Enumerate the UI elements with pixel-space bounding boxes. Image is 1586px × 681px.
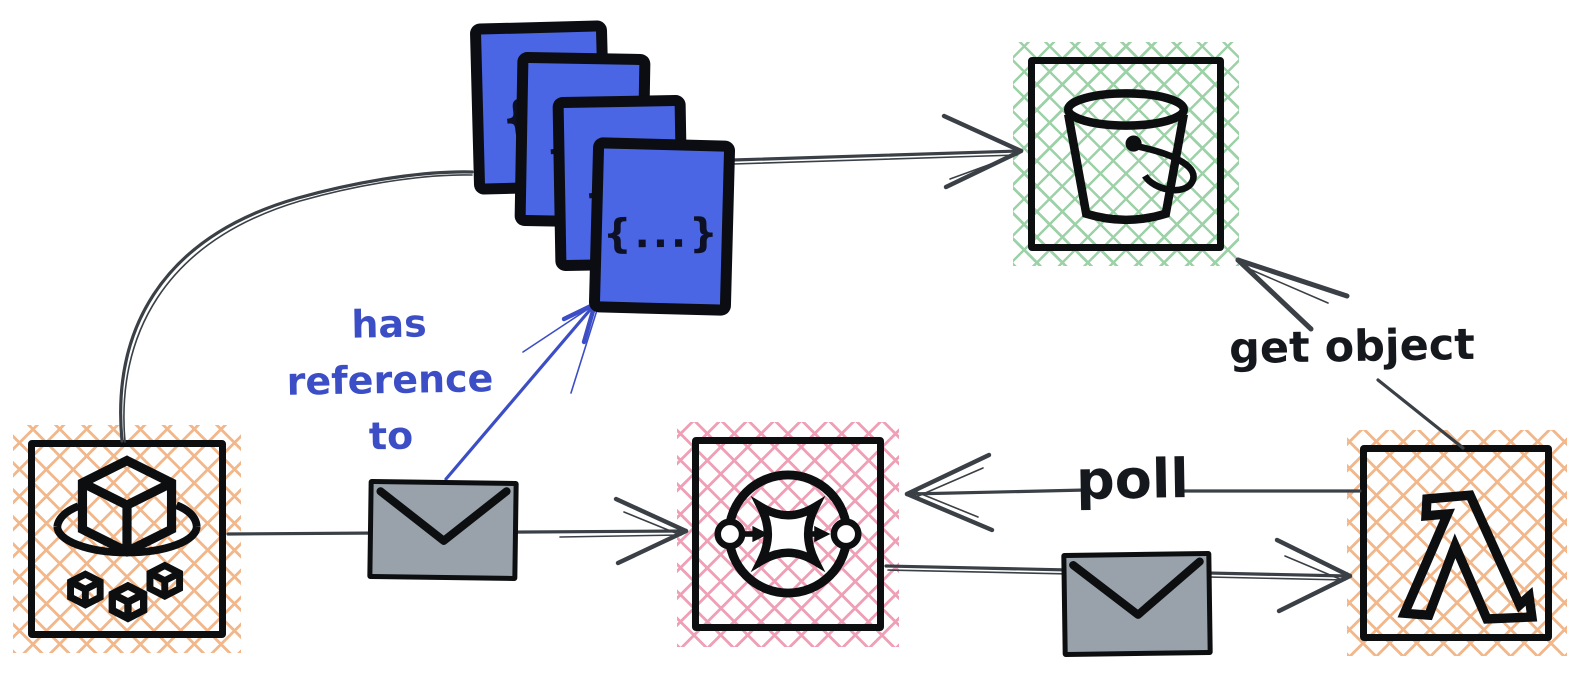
queue-circle-icon: [714, 470, 862, 598]
has-reference-label: has reference to: [277, 294, 504, 466]
batch-service-node: [28, 440, 226, 638]
edge-lambda-to-bucket-get-object: [1235, 257, 1465, 450]
json-braces-glyph: {...}: [602, 210, 721, 258]
batch-cubes-icon: [53, 455, 201, 623]
edge-batch-to-documents: [119, 170, 474, 443]
lambda-icon: [1397, 490, 1538, 624]
has-reference-line-3: to: [368, 413, 414, 459]
sqs-queue-node: [692, 437, 884, 631]
poll-label: poll: [1075, 447, 1190, 512]
s3-bucket-node: [1028, 57, 1224, 251]
has-reference-line-1: has: [350, 301, 428, 347]
has-reference-line-2: reference: [286, 356, 494, 404]
get-object-label: get object: [1228, 319, 1476, 375]
edge-documents-to-bucket: [731, 113, 1024, 190]
document-card-front: {...}: [588, 137, 736, 316]
message-envelope-2: [1061, 550, 1213, 658]
lambda-function-node: [1360, 445, 1552, 641]
edge-poll-lambda-to-queue: [904, 452, 1362, 533]
envelope-flap-icon: [1069, 557, 1204, 619]
envelope-flap-icon: [376, 487, 511, 545]
bucket-hatch: [1013, 42, 1239, 266]
message-envelope-1: [367, 478, 519, 582]
bucket-icon: [1063, 89, 1197, 225]
